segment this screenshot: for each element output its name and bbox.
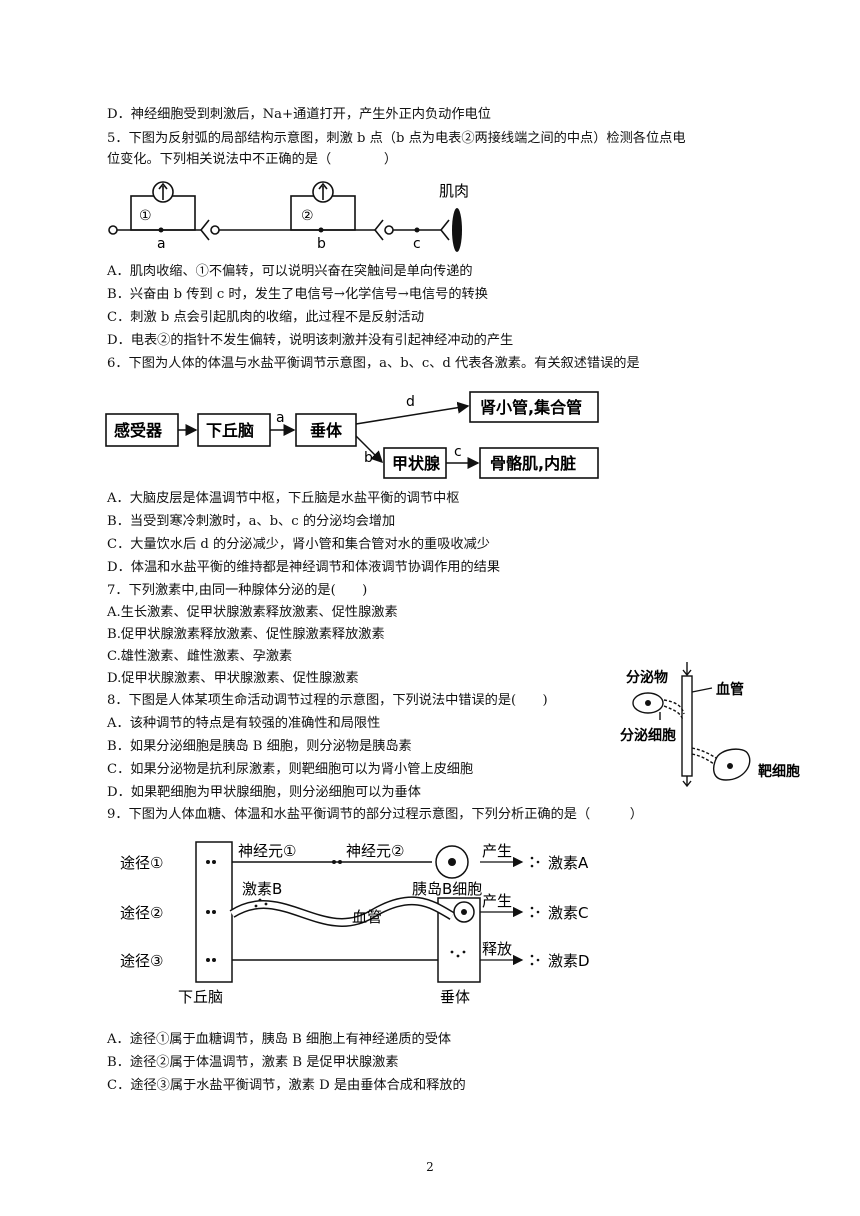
pituitary-label: 垂体 <box>440 988 470 1006</box>
hormone-c-label: c <box>454 444 462 460</box>
produce1-label: 产生 <box>482 842 512 860</box>
pituitary-box: 垂体 <box>310 421 343 440</box>
q6-option-c: C．大量饮水后 d 的分泌减少，肾小管和集合管对水的重吸收减少 <box>107 537 490 552</box>
path1-label: 途径① <box>120 854 163 872</box>
point-b-label: b <box>317 236 326 252</box>
q7-option-b: B.促甲状腺激素释放激素、促性腺激素释放激素 <box>107 627 385 642</box>
path2-label: 途径② <box>120 904 163 922</box>
q9-option-c: C．途径③属于水盐平衡调节，激素 D 是由垂体合成和释放的 <box>107 1078 466 1093</box>
hormone-b-label: b <box>364 450 373 466</box>
muscle-shape <box>452 208 462 252</box>
path3-label: 途径③ <box>120 952 163 970</box>
vessel-label: 血管 <box>716 681 744 698</box>
q5-stem-line2: 位变化。下列相关说法中不正确的是（ ） <box>107 152 398 167</box>
neuron1-label: 神经元① <box>238 842 296 860</box>
meter2-label: ② <box>301 208 314 224</box>
q6-option-d: D．体温和水盐平衡的维持都是神经调节和体液调节协调作用的结果 <box>107 560 501 575</box>
q6-stem: 6．下图为人体的体温与水盐平衡调节示意图，a、b、c、d 代表各激素。有关叙述错… <box>107 356 640 371</box>
hormone-a-label: 激素A <box>548 854 589 872</box>
q9-option-a: A．途径①属于血糖调节，胰岛 B 细胞上有神经递质的受体 <box>107 1032 452 1047</box>
q5-option-d: D．电表②的指针不发生偏转，说明该刺激并没有引起神经冲动的产生 <box>107 333 514 348</box>
receptor-box: 感受器 <box>114 421 163 440</box>
secretion-label: 分泌物 <box>626 669 668 686</box>
target-cell-label: 靶细胞 <box>758 763 800 780</box>
release-label: 释放 <box>482 940 512 958</box>
q7-option-d: D.促甲状腺激素、甲状腺激素、促性腺激素 <box>107 671 359 686</box>
q5-option-a: A．肌肉收缩、①不偏转，可以说明兴奋在突触间是单向传递的 <box>107 264 473 279</box>
q5-stem-line1: 5．下图为反射弧的局部结构示意图，刺激 b 点（b 点为电表②两接线端之间的中点… <box>107 131 686 146</box>
hormone-b-label: 激素B <box>242 880 282 898</box>
vessel-label: 血管 <box>352 908 382 926</box>
hormone-d-label: 激素D <box>548 952 590 970</box>
q6-option-a: A．大脑皮层是体温调节中枢，下丘脑是水盐平衡的调节中枢 <box>107 491 460 506</box>
hormone-c-label: 激素C <box>548 904 588 922</box>
q5-option-c: C．刺激 b 点会引起肌肉的收缩，此过程不是反射活动 <box>107 310 425 325</box>
page-number: 2 <box>426 1160 434 1174</box>
q4-option-d: D．神经细胞受到刺激后，Na+通道打开，产生外正内负动作电位 <box>107 107 491 122</box>
hormone-a-label: a <box>276 410 285 426</box>
q8-option-d: D．如果靶细胞为甲状腺细胞，则分泌细胞可以为垂体 <box>107 785 421 800</box>
muscle-label: 肌肉 <box>439 182 469 200</box>
point-c-label: c <box>413 236 421 252</box>
meter1-label: ① <box>139 208 152 224</box>
q6-option-b: B．当受到寒冷刺激时，a、b、c 的分泌均会增加 <box>107 514 396 529</box>
hypothalamus-box: 下丘脑 <box>206 421 254 440</box>
q9-stem: 9．下图为人体血糖、体温和水盐平衡调节的部分过程示意图，下列分析正确的是（ ） <box>107 807 643 822</box>
fig5-reflex-arc: ① ② a b c 肌肉 <box>108 181 469 252</box>
islet-cell-label: 胰岛B细胞 <box>412 880 482 898</box>
produce2-label: 产生 <box>482 892 512 910</box>
q7-option-c: C.雄性激素、雌性激素、孕激素 <box>107 649 293 664</box>
kidney-box: 肾小管,集合管 <box>480 398 582 417</box>
q7-option-a: A.生长激素、促甲状腺激素释放激素、促性腺激素 <box>107 605 398 620</box>
target-organs-box: 骨骼肌,内脏 <box>490 454 576 473</box>
fig8-secretion-diagram: 分泌物 血管 分泌细胞 靶细胞 <box>620 662 800 788</box>
q8-option-c: C．如果分泌物是抗利尿激素，则靶细胞可以为肾小管上皮细胞 <box>107 762 474 777</box>
q8-option-b: B．如果分泌细胞是胰岛 B 细胞，则分泌物是胰岛素 <box>107 739 412 754</box>
q9-option-b: B．途径②属于体温调节，激素 B 是促甲状腺激素 <box>107 1055 399 1070</box>
q8-stem: 8．下图是人体某项生命活动调节过程的示意图，下列说法中错误的是( ) <box>107 693 548 708</box>
secreting-cell-label: 分泌细胞 <box>620 727 676 744</box>
hypothalamus-label: 下丘脑 <box>178 988 223 1006</box>
q5-option-b: B．兴奋由 b 传到 c 时，发生了电信号→化学信号→电信号的转换 <box>107 287 488 302</box>
fig9-pathways-diagram: 途径① 途径② 途径③ 神经元① 神经元② 胰岛B细胞 产生 激素A 激素B 血… <box>120 841 590 1006</box>
fig6-regulation-flow: 感受器 下丘脑 垂体 肾小管,集合管 甲状腺 骨骼肌,内脏 a b c d <box>105 391 599 479</box>
q8-option-a: A．该种调节的特点是有较强的准确性和局限性 <box>107 716 381 731</box>
hormone-d-label: d <box>406 394 415 410</box>
neuron2-label: 神经元② <box>346 842 404 860</box>
q7-stem: 7．下列激素中,由同一种腺体分泌的是( ) <box>107 583 368 598</box>
point-a-label: a <box>157 236 166 252</box>
thyroid-box: 甲状腺 <box>392 454 441 473</box>
